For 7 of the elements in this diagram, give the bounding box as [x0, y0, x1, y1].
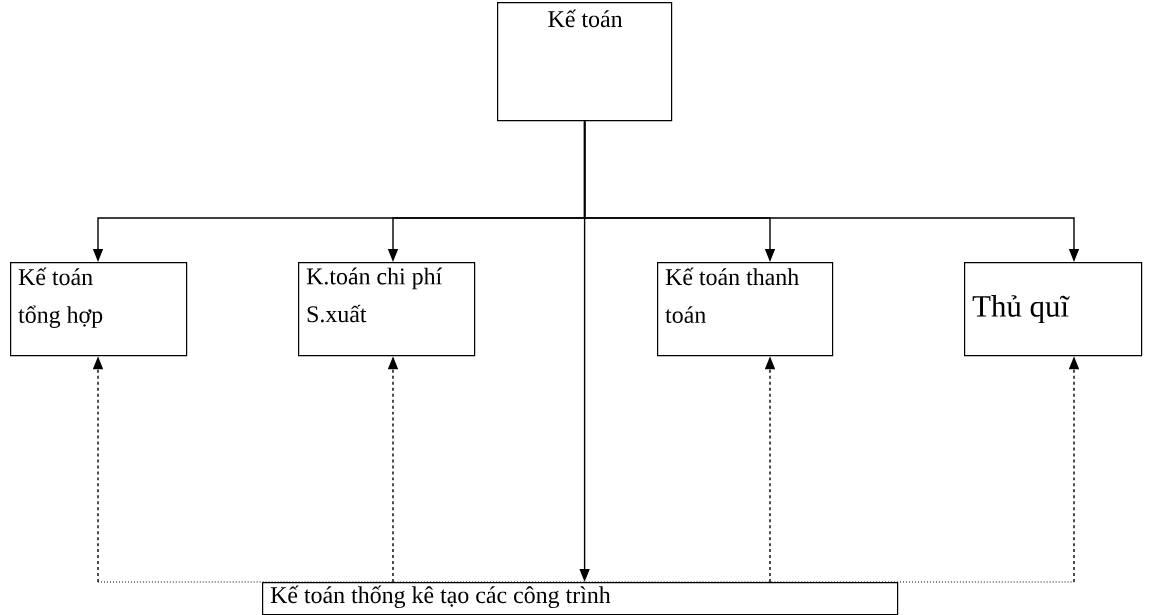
bus-line	[97, 581, 1075, 583]
process-box: Thủ quĩ	[964, 262, 1143, 357]
process-box: Kế toán thanh toán	[657, 262, 834, 357]
process-box: Kế toán thống kê tạo các công trình	[262, 582, 899, 615]
process-box: Kế toán	[497, 2, 673, 122]
process-box: Kế toán tổng hợp	[10, 262, 188, 357]
process-box: K.toán chi phí S.xuất	[298, 262, 476, 357]
